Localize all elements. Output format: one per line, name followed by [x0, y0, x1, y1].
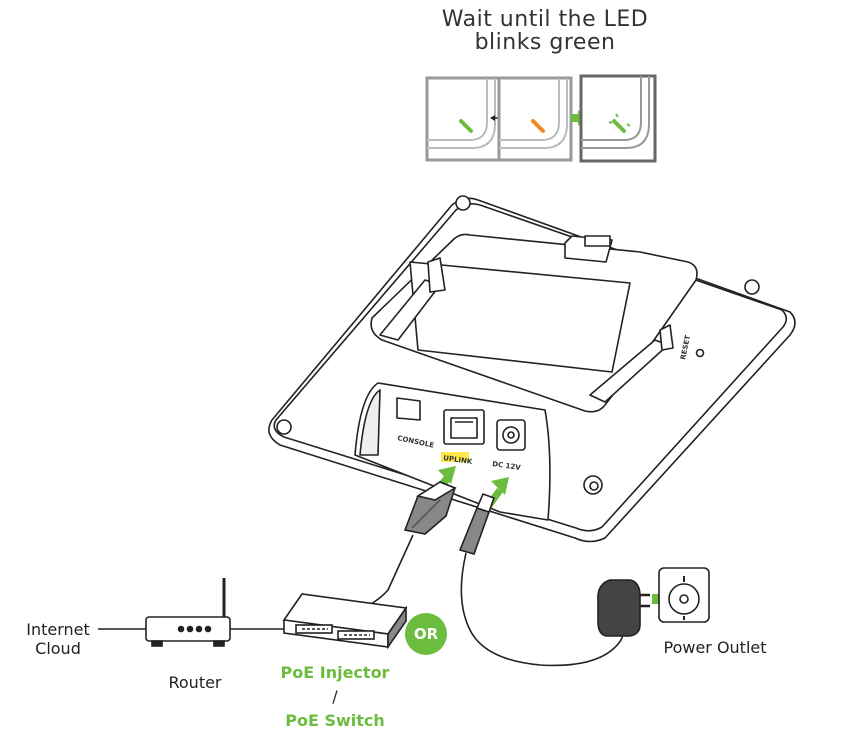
poe-injector-label: PoE Injector — [280, 663, 390, 682]
poe-separator: / — [332, 687, 338, 706]
or-badge: OR — [405, 613, 447, 655]
internet-label-line-2: Cloud — [35, 639, 81, 658]
power-plug-icon — [458, 492, 496, 555]
router-icon — [145, 578, 231, 647]
access-point-icon — [268, 195, 796, 543]
internet-cloud-label: Internet Cloud — [18, 620, 98, 658]
led-panel-icon — [425, 76, 501, 162]
instruction-line-2: blinks green — [474, 30, 616, 55]
internet-label-line-1: Internet — [26, 620, 90, 639]
power-outlet-icon — [658, 567, 710, 623]
router-label: Router — [168, 673, 222, 692]
ethernet-plug-icon — [403, 481, 457, 535]
dc-port-label: DC 12V — [492, 460, 522, 472]
or-text: OR — [413, 625, 439, 643]
instruction-text: Wait until the LED blinks green — [380, 8, 710, 54]
poe-switch-label: PoE Switch — [285, 711, 385, 730]
led-panel-icon — [579, 74, 657, 163]
led-status-sequence — [425, 74, 657, 163]
uplink-highlight — [441, 452, 469, 462]
power-adapter-icon — [597, 579, 650, 637]
power-outlet-label: Power Outlet — [663, 638, 767, 657]
led-panel-icon — [497, 76, 573, 162]
power-cable — [460, 552, 624, 667]
instruction-line-1: Wait until the LED — [441, 7, 649, 32]
poe-switch-icon — [282, 593, 408, 650]
